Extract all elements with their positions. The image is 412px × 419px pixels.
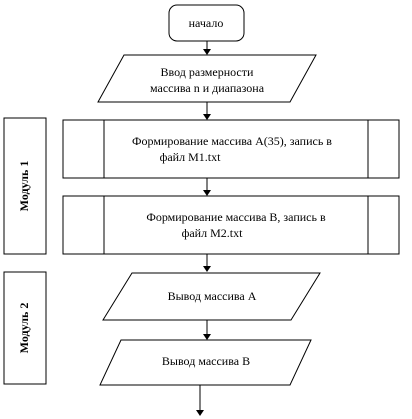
process-2-block: Формирование массива В, запись в файл М2… [62, 195, 400, 255]
start-terminal: начало [168, 4, 245, 42]
output-2-label: Вывод массива В [162, 354, 250, 368]
module-2-label: Модуль 2 [17, 303, 31, 354]
module-2-box [3, 271, 47, 385]
module-2-block: Модуль 2 [3, 271, 47, 385]
arrowhead [203, 334, 211, 340]
module-1-label: Модуль 1 [17, 161, 31, 212]
process-1-block: Формирование массива А(35), запись в фай… [62, 119, 400, 179]
process-2-label-line-2: файл М2.txt [182, 226, 244, 240]
arrowhead [203, 49, 211, 55]
module-1-box [3, 117, 47, 255]
output-1-label: Вывод массива А [168, 289, 257, 303]
output-1-shape [102, 272, 321, 321]
input-label-line-2: массива n и диапазона [150, 81, 265, 95]
input-label-line-1: Ввод размерности [161, 65, 254, 79]
output-2-parallelogram: Вывод массива В [99, 339, 312, 386]
arrowhead [196, 410, 204, 416]
process-1-box [62, 119, 400, 179]
output-1-parallelogram: Вывод массива А [102, 272, 321, 321]
arrowhead [203, 114, 211, 120]
process-1-label-line-1: Формирование массива А(35), запись в [132, 134, 332, 148]
process-2-label-line-1: Формирование массива В, запись в [146, 210, 326, 224]
arrowhead [203, 190, 211, 196]
process-1-label-line-2: файл М1.txt [160, 150, 222, 164]
start-label: начало [189, 16, 224, 30]
output-2-shape [99, 339, 312, 386]
arrowhead [203, 266, 211, 272]
process-2-box [62, 195, 400, 255]
input-shape [97, 54, 317, 103]
module-1-block: Модуль 1 [3, 117, 47, 255]
input-parallelogram: Ввод размерности массива n и диапазона [97, 54, 317, 103]
